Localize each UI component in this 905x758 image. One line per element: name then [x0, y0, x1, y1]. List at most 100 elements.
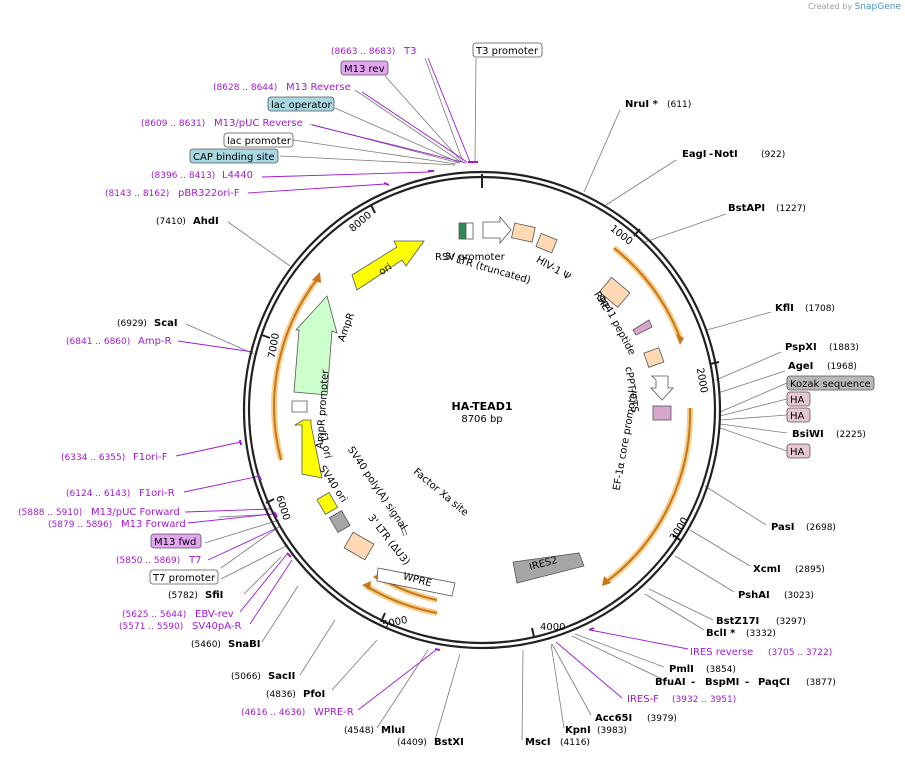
svg-text:-: - — [691, 677, 695, 688]
rsv-label: RSV promoter — [435, 252, 506, 263]
svg-text:T3 promoter: T3 promoter — [475, 46, 539, 57]
primer-pbr322-range: (8143 .. 8162) — [105, 189, 169, 199]
orf-arrows — [271, 245, 694, 616]
tick-label-1000: 1000 — [608, 223, 635, 247]
primer-t3-range: (8663 .. 8683) — [331, 47, 395, 57]
svg-text:lac promoter: lac promoter — [227, 136, 292, 147]
enzyme-bstxi: BstXI — [434, 737, 464, 748]
ha-box-2: HA — [786, 407, 811, 423]
primer-wprer-range: (4616 .. 4636) — [241, 708, 305, 718]
primer-m13pucf: M13/pUC Forward — [91, 507, 180, 518]
enzyme-kfli-pos: (1708) — [805, 304, 835, 314]
hiv-label: HIV-1 Ψ — [534, 255, 572, 283]
enzyme-ahdi: AhdI — [193, 216, 219, 227]
enzyme-mlui-pos: (4548) — [344, 726, 374, 736]
primer-iresf: IRES-F — [627, 694, 659, 705]
enzyme-bstz17i: BstZ17I — [716, 616, 759, 627]
svg-text:HA: HA — [790, 395, 805, 406]
small-block — [465, 222, 474, 240]
enzyme-bsiwi-pos: (2225) — [836, 430, 866, 440]
m13-rev-box: M13 rev — [340, 60, 389, 76]
enzyme-snabi: SnaBI — [228, 639, 260, 650]
enzyme-sacii-pos: (5066) — [231, 672, 261, 682]
enzyme-pasi-pos: (2698) — [806, 523, 836, 533]
gp41-block — [632, 319, 653, 336]
ori-arrow — [351, 240, 425, 291]
primer-ebvrev: EBV-rev — [195, 609, 234, 620]
enzyme-scai: ScaI — [154, 318, 178, 329]
enzyme-nrui-pos: (611) — [667, 100, 691, 110]
scale-ticks — [261, 204, 720, 638]
svg-text:T7 promoter: T7 promoter — [152, 573, 216, 584]
rsv-promoter-arrow — [482, 215, 512, 245]
primer-m13rev-range: (8628 .. 8644) — [213, 83, 277, 93]
enzyme-pmli-pos: (3854) — [706, 665, 736, 675]
feature-shapes — [291, 215, 674, 597]
primer-t7-range: (5850 .. 5869) — [116, 556, 180, 566]
enzyme-bcli-pos: (3332) — [746, 629, 776, 639]
enzyme-acc65i-pos: (3979) — [647, 714, 677, 724]
f1-ori-arrow — [293, 419, 323, 479]
ampr-label: AmpR — [336, 311, 357, 343]
svg-text:Kozak sequence: Kozak sequence — [790, 379, 871, 390]
enzyme-noti: NotI — [714, 149, 738, 160]
primer-labels: (8663 .. 8683) T3 (8628 .. 8644) M13 Rev… — [18, 46, 832, 718]
primer-leader-lines — [175, 57, 689, 711]
rre-block — [598, 276, 631, 308]
primer-ampr: Amp-R — [138, 336, 172, 347]
svg-text:M13 rev: M13 rev — [344, 64, 385, 75]
backbone-outer — [242, 170, 722, 650]
svg-text:-: - — [709, 149, 713, 160]
primer-m13puc: M13/pUC Reverse — [214, 118, 303, 129]
sv40-ori-block — [316, 492, 339, 515]
primer-m13puc-range: (8609 .. 8631) — [141, 119, 205, 129]
enzyme-mlui: MluI — [381, 725, 405, 736]
enzyme-pspxi: PspXI — [785, 342, 817, 353]
enzyme-pmli: PmlI — [669, 664, 694, 675]
ha-box-1: HA — [786, 391, 811, 407]
enzyme-pspxi-pos: (1883) — [829, 343, 859, 353]
factor-xa-line-2 — [402, 523, 408, 536]
ires2-block — [512, 552, 585, 584]
cppt-block — [643, 347, 665, 368]
enzyme-bstapi: BstAPI — [728, 203, 765, 214]
primer-f1orif-range: (6334 .. 6355) — [61, 453, 125, 463]
plasmid-length: 8706 bp — [461, 414, 502, 425]
sv40-polya-block — [328, 510, 351, 533]
svg-text:-: - — [745, 677, 749, 688]
enzyme-kpni: KpnI — [565, 725, 591, 736]
m13-fwd-box: M13 fwd — [150, 533, 202, 549]
rsv-promoter-block — [458, 222, 467, 240]
svg-text:CAP binding site: CAP binding site — [193, 152, 275, 163]
enzyme-kpni-pos: (3983) — [597, 726, 627, 736]
enzyme-snabi-pos: (5460) — [191, 640, 221, 650]
ampr-arrow — [293, 295, 338, 396]
hiv-psi-block — [535, 232, 558, 254]
enzyme-nrui: NruI * — [625, 99, 659, 110]
enzyme-msci-pos: (4116) — [560, 738, 590, 748]
enzyme-sacii: SacII — [268, 671, 295, 682]
enzyme-bstxi-pos: (4409) — [397, 738, 427, 748]
enzyme-bspmi: BspMI — [705, 677, 739, 688]
enzyme-pshai: PshAI — [738, 590, 770, 601]
tick-label-2000: 2000 — [694, 367, 709, 394]
primer-ticks — [239, 161, 595, 651]
primer-m13rev: M13 Reverse — [286, 82, 351, 93]
f1-ori-label: f1 ori — [317, 432, 333, 460]
primer-f1orif: F1ori-F — [133, 452, 168, 463]
primer-m13pucf-range: (5888 .. 5910) — [18, 508, 82, 518]
primer-ampr-range: (6841 .. 6860) — [66, 337, 130, 347]
lac-operator-box: lac operator — [267, 96, 335, 112]
factor-xa-line-1 — [399, 524, 405, 537]
boxed-labels: T3 promoter M13 rev lac operator lac pro… — [149, 42, 875, 585]
ef1a-promoter-arrow — [650, 375, 674, 401]
t7-promoter-box: T7 promoter — [149, 569, 219, 585]
enzyme-kfli: KflI — [775, 303, 794, 314]
primer-l4440: L4440 — [222, 170, 253, 181]
svg-text:HA: HA — [790, 411, 805, 422]
ltr3-block — [343, 531, 375, 561]
primer-pbr322: pBR322ori-F — [178, 188, 240, 199]
tick-label-5000: 5000 — [381, 615, 408, 631]
svg-text:M13 fwd: M13 fwd — [154, 537, 196, 548]
